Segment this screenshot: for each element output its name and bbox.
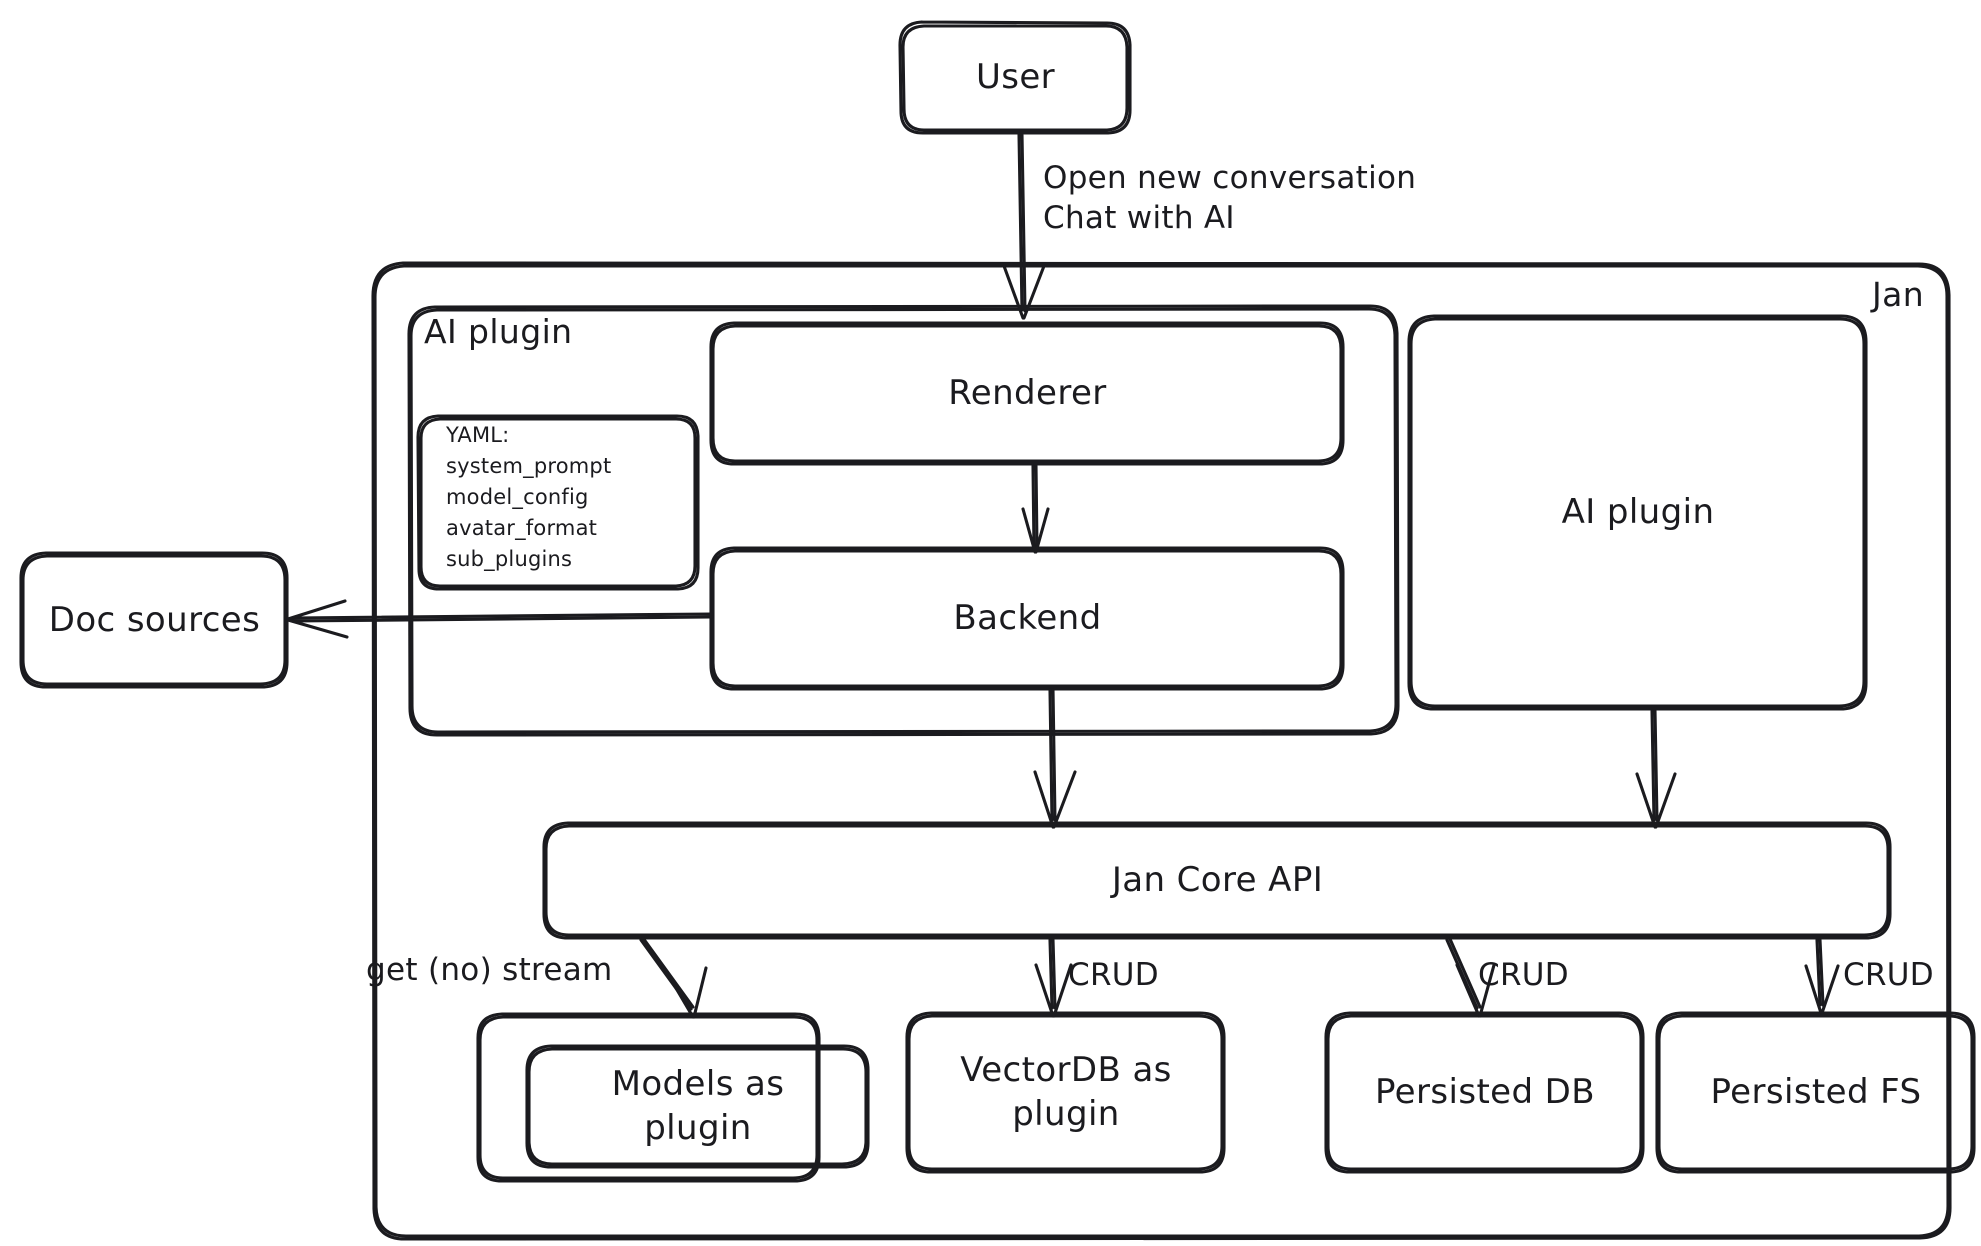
group-ai-plugin-border [407, 304, 1400, 737]
node-renderer-border [709, 321, 1345, 466]
edge-backend-to-jan-core-api [1033, 688, 1077, 829]
edge-jan-core-api-to-vectordb [1034, 938, 1073, 1018]
edge-renderer-to-backend [1021, 464, 1050, 554]
node-ai-plugin-border [1407, 314, 1868, 711]
node-jan-core-api-border [542, 821, 1892, 940]
node-persisted-db-border [1324, 1011, 1645, 1174]
node-doc-sources-border [19, 551, 289, 689]
node-models-as-plugin-outer-border [476, 1012, 821, 1183]
edge-ai-plugin-to-jan-core-api [1635, 709, 1677, 829]
yaml-card-border [416, 414, 700, 591]
edge-backend-to-doc-sources [286, 599, 714, 639]
node-backend-border [709, 546, 1345, 691]
edge-user-to-renderer [1002, 132, 1046, 320]
node-persisted-fs-border [1655, 1011, 1976, 1174]
edge-jan-core-api-to-persisted-fs [1804, 938, 1840, 1015]
edge-jan-core-api-to-models [639, 936, 708, 1019]
edge-jan-core-api-to-persisted-db [1445, 937, 1496, 1018]
node-user-border [898, 20, 1132, 135]
node-vectordb-as-plugin-border [905, 1011, 1226, 1174]
node-models-as-plugin-border [525, 1044, 870, 1169]
group-jan-border [371, 261, 1952, 1241]
